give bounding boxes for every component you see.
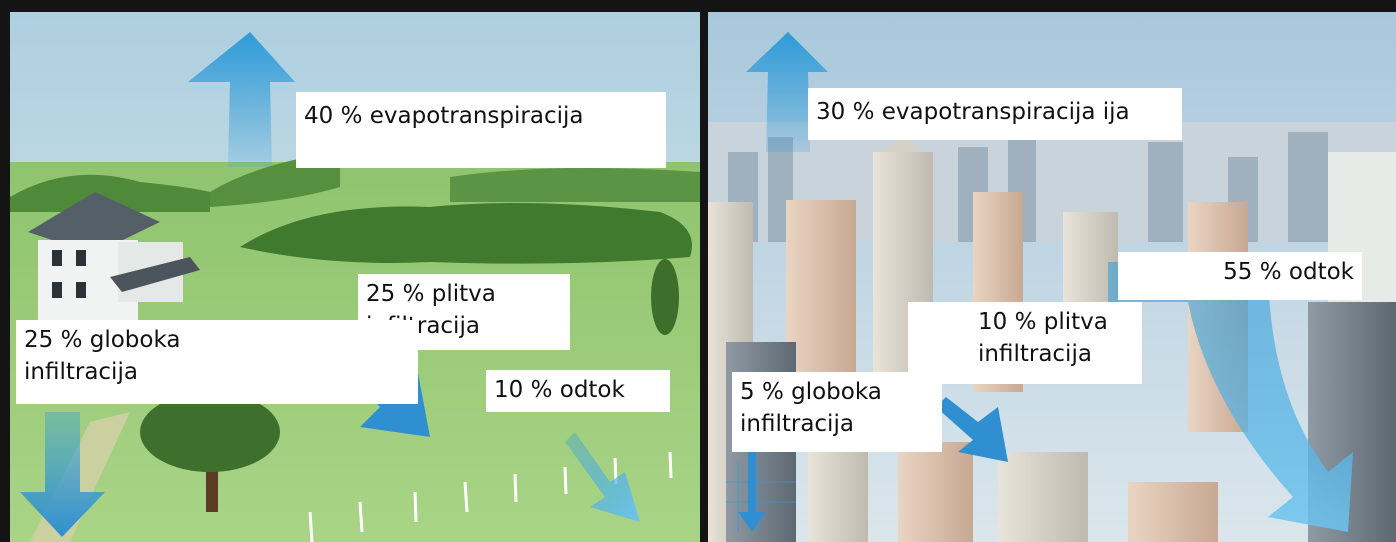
shallow-infiltration-arrow [936,397,1008,462]
evapotranspiration-arrow [746,32,828,152]
deep-infiltration-arrow [738,442,766,532]
runoff-arrow [1108,262,1353,532]
deep-infiltration-arrow [20,412,105,537]
urban-deep-infiltration-label: 5 % globoka infiltracija [732,372,942,452]
distant-buildings [728,132,1328,242]
urban-panel: 30 % evapotranspiracija ija 55 % odtok 1… [708,12,1396,542]
house [28,192,200,320]
building-tan [786,200,856,380]
forest [240,203,692,264]
tree-line-left [10,174,210,212]
rural-deep-infiltration-label: 25 % globoka infiltracija [16,320,418,404]
rural-panel: 40 % evapotranspiracija 25 % plitva infi… [10,12,700,542]
foreground-block-4 [1128,482,1218,542]
tree-line-right [450,168,700,202]
evapotranspiration-arrow [188,32,295,167]
rural-runoff-label: 10 % odtok [486,370,670,412]
runoff-arrow [565,432,640,522]
rural-shallow-infiltration-label: 25 % plitva infiltracija [358,274,570,350]
urban-shallow-infiltration-label: 10 % plitva infiltracija [908,302,1142,384]
fence-posts [308,451,673,542]
poplar-tree [651,259,679,335]
foreground-block-3 [998,452,1088,542]
rural-evapotranspiration-label: 40 % evapotranspiracija [296,92,666,168]
tree [140,392,280,512]
urban-runoff-label: 55 % odtok [1118,252,1362,300]
urban-evapotranspiration-label: 30 % evapotranspiracija ija [808,88,1182,140]
foreground-block-2 [898,442,973,542]
